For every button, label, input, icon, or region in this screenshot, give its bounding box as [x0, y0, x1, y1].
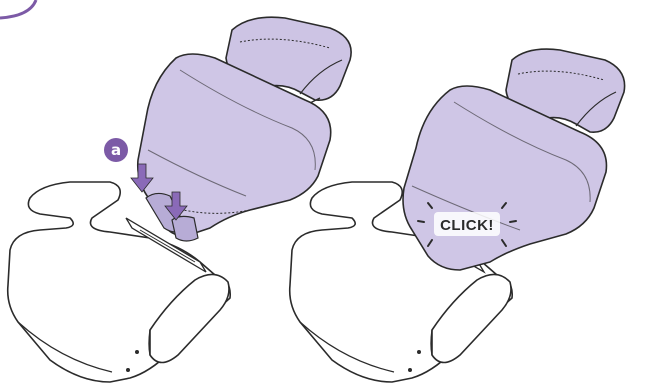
step-a-label: a: [111, 141, 121, 159]
left-backrest-pad: [136, 53, 332, 242]
corner-circle-icon: [0, 0, 38, 20]
right-down-arrow-icon: [164, 191, 188, 221]
click-sound-label: CLICK!: [417, 202, 517, 247]
left-seat: a: [6, 16, 352, 383]
right-seat: CLICK!: [288, 48, 626, 383]
sound-burst-icon: [417, 202, 517, 247]
click-text: CLICK!: [440, 217, 494, 234]
step-a-badge: a: [104, 138, 128, 162]
left-down-arrow-icon: [130, 163, 154, 193]
left-seat-base: [6, 181, 232, 383]
